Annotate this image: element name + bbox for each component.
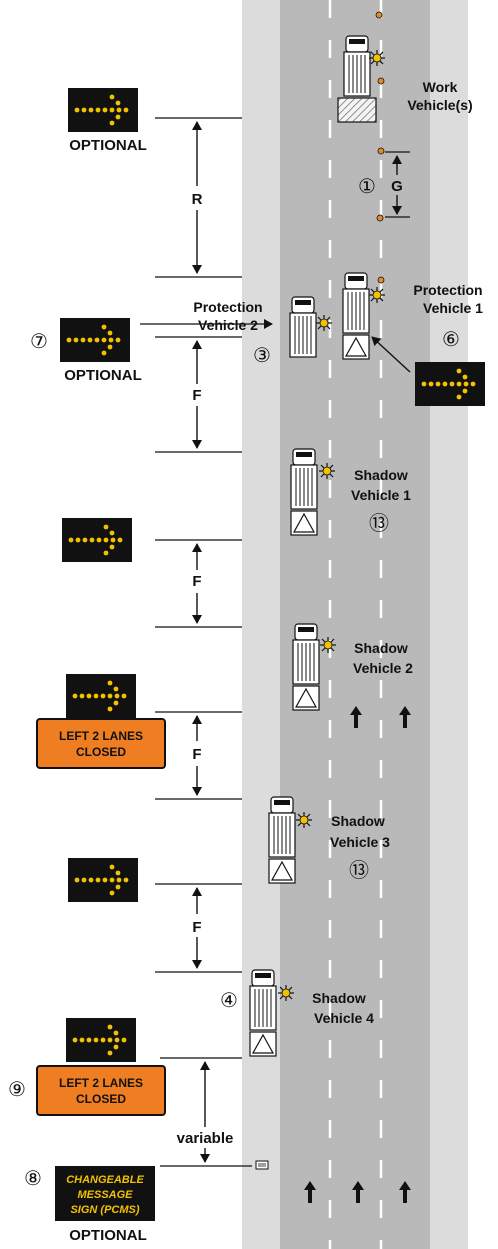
- message-sign-1-line-2: CLOSED: [76, 745, 126, 759]
- callout-9: ⑨: [8, 1079, 26, 1101]
- protection-vehicle-2-label-2: Vehicle 2: [198, 317, 258, 333]
- message-sign-1-line-1: LEFT 2 LANES: [59, 729, 143, 743]
- shadow-vehicle-2-label-1: Shadow: [354, 640, 408, 656]
- pcms-line-3: SIGN (PCMS): [70, 1204, 139, 1216]
- arrow-board-6: [66, 1018, 136, 1062]
- attenuator-icon: [290, 510, 318, 536]
- protection-vehicle-2: [289, 296, 317, 358]
- shadow-vehicle-3-label-2: Vehicle 3: [330, 834, 390, 850]
- cone: [376, 214, 384, 222]
- beacon-icon: [368, 49, 386, 67]
- dimension-f-3: F: [192, 746, 201, 763]
- arrow-board-right: [415, 362, 485, 406]
- arrow-board-4: [66, 674, 136, 718]
- callout-3: ③: [253, 345, 271, 367]
- protection-vehicle-2-label-1: Protection: [193, 299, 262, 315]
- shadow-vehicle-2-label-2: Vehicle 2: [353, 660, 413, 676]
- beacon-icon: [295, 811, 313, 829]
- cone: [377, 77, 385, 85]
- shadow-vehicle-3: [268, 796, 296, 858]
- message-sign-9-line-2: CLOSED: [76, 1092, 126, 1106]
- cone: [377, 147, 385, 155]
- shadow-vehicle-1-label-1: Shadow: [354, 467, 408, 483]
- optional-label-7: OPTIONAL: [64, 367, 142, 384]
- callout-7: ⑦: [30, 331, 48, 353]
- beacon-icon: [319, 636, 337, 654]
- callout-6: ⑥: [442, 329, 460, 351]
- cone: [377, 276, 385, 284]
- message-sign-1: [36, 718, 166, 769]
- protection-vehicle-1-label-2: Vehicle 1: [423, 300, 483, 316]
- callout-1: ①: [358, 176, 376, 198]
- pointer-arrow-pv1: [371, 336, 411, 373]
- arrow-board-3: [62, 518, 132, 562]
- message-sign-9-line-1: LEFT 2 LANES: [59, 1076, 143, 1090]
- dimension-g: G: [391, 178, 403, 195]
- dimension-f-1: F: [192, 387, 201, 404]
- shadow-vehicle-3-label-1: Shadow: [331, 813, 385, 829]
- attenuator-icon: [292, 685, 320, 711]
- attenuator-icon: [249, 1031, 277, 1057]
- shadow-vehicle-4-label-2: Vehicle 4: [314, 1010, 374, 1026]
- arrow-board-5: [68, 858, 138, 902]
- pcms-location-icon: [255, 1160, 269, 1170]
- message-sign-9: [36, 1065, 166, 1116]
- beacon-icon: [368, 286, 386, 304]
- arrow-board-top: [68, 88, 138, 132]
- left-shoulder: [242, 0, 280, 1249]
- work-area-hatch: [337, 97, 377, 123]
- shadow-vehicle-1-label-2: Vehicle 1: [351, 487, 411, 503]
- work-vehicles-label-2: Vehicle(s): [407, 97, 472, 113]
- shadow-vehicle-4-label-1: Shadow: [312, 990, 366, 1006]
- right-shoulder: [430, 0, 468, 1249]
- protection-vehicle-1: [342, 272, 370, 334]
- callout-4: ④: [220, 990, 238, 1012]
- pcms-sign: [55, 1166, 155, 1221]
- work-vehicles-label-1: Work: [423, 79, 458, 95]
- variable-label: variable: [177, 1130, 234, 1147]
- callout-8: ⑧: [24, 1168, 42, 1190]
- arrow-board-7: [60, 318, 130, 362]
- optional-label-pcms: OPTIONAL: [69, 1227, 147, 1244]
- pcms-line-2: MESSAGE: [77, 1189, 133, 1201]
- dimension-f-2: F: [192, 573, 201, 590]
- shadow-vehicle-1: [290, 448, 318, 510]
- protection-vehicle-1-label-1: Protection: [413, 282, 482, 298]
- beacon-icon: [277, 984, 295, 1002]
- attenuator-icon: [342, 334, 370, 360]
- cone: [375, 11, 383, 19]
- beacon-icon: [318, 462, 336, 480]
- attenuator-icon: [268, 858, 296, 884]
- shadow-vehicle-4: [249, 969, 277, 1031]
- dimension-r: R: [192, 191, 203, 208]
- beacon-icon: [315, 314, 333, 332]
- work-vehicle: [343, 35, 371, 97]
- pcms-line-1: CHANGEABLE: [66, 1174, 144, 1186]
- callout-13-a: ⑬: [369, 512, 389, 535]
- dimension-f-4: F: [192, 919, 201, 936]
- shadow-vehicle-2: [292, 623, 320, 685]
- callout-13-b: ⑬: [349, 859, 369, 882]
- optional-label-top: OPTIONAL: [69, 137, 147, 154]
